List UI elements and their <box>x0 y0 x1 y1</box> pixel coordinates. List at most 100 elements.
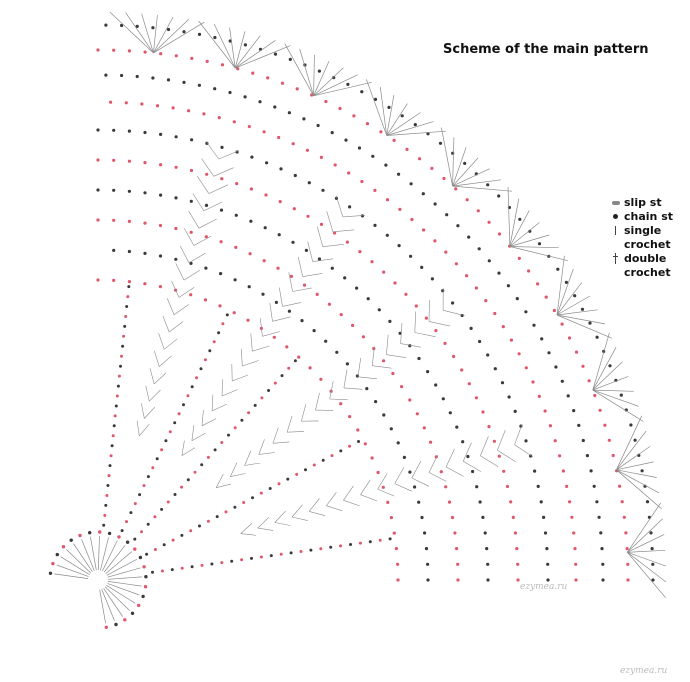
stitch-dot <box>213 87 217 91</box>
stitch-post <box>232 374 249 382</box>
stitch-post <box>141 13 154 54</box>
stitch-dot <box>259 555 263 559</box>
stitch-dot <box>249 187 253 191</box>
stitch-dot <box>61 545 66 549</box>
stitch-post <box>100 537 109 571</box>
stitch-dot <box>187 109 191 113</box>
stitch-dot <box>112 158 116 162</box>
stitch-dot <box>408 470 412 474</box>
stitch-dot <box>358 250 362 254</box>
watermark: ezymea.ru <box>620 666 668 676</box>
stitch-dot <box>537 242 542 246</box>
stitch-dot <box>312 329 316 333</box>
stitch-post <box>56 564 89 577</box>
stitch-post <box>326 211 334 232</box>
stitch-dot <box>233 278 237 282</box>
stitch-dot <box>119 364 122 368</box>
stitch-dot <box>400 385 404 389</box>
stitch-dot <box>206 519 210 523</box>
stitch-dot <box>611 453 615 458</box>
stitch-dot <box>315 292 319 296</box>
stitch-dot <box>388 319 392 323</box>
stitch-dot <box>483 531 487 535</box>
stitch-dot <box>121 344 125 348</box>
stitch-post <box>107 567 141 578</box>
stitch-post <box>509 222 540 247</box>
stitch-dot <box>492 439 496 443</box>
legend-label: double crochet <box>624 252 671 279</box>
stitch-post <box>213 167 234 177</box>
stitch-dot <box>125 540 130 544</box>
stitch-post <box>394 467 405 484</box>
stitch-post <box>556 268 574 316</box>
stitch-dot <box>345 240 349 244</box>
stitch-dot <box>651 562 655 566</box>
stitch-dot <box>398 207 402 211</box>
stitch-dot <box>107 474 111 478</box>
stitch-post <box>386 334 389 355</box>
stitch-dot <box>171 538 175 542</box>
stitch-post <box>107 581 142 587</box>
stitch-post <box>153 15 158 53</box>
stitch-dot <box>112 128 116 132</box>
stitch-dot <box>465 274 469 278</box>
stitch-dot <box>98 530 102 534</box>
stitch-post <box>269 302 273 322</box>
stitch-dot <box>160 448 164 452</box>
stitch-dot <box>507 395 511 399</box>
stitch-post <box>616 415 643 470</box>
stitch-dot <box>251 71 255 75</box>
stitch-dot <box>486 353 490 357</box>
stitch-dot <box>533 469 537 473</box>
stitch-dot <box>138 555 143 560</box>
stitch-dot <box>220 177 224 181</box>
stitch-dot <box>292 207 296 211</box>
stitch-dot <box>102 523 106 527</box>
stitch-post <box>480 436 489 456</box>
stitch-dot <box>307 181 311 185</box>
stitch-dot <box>146 522 150 526</box>
stitch-dot <box>434 383 438 387</box>
stitch-dot <box>120 529 124 533</box>
stitch-dot <box>125 305 129 308</box>
stitch-dot <box>396 578 400 582</box>
stitch-dot <box>221 322 225 326</box>
stitch-post <box>198 218 217 229</box>
stitch-dot <box>502 469 506 473</box>
stitch-dot <box>224 510 228 514</box>
stitch-post <box>288 272 293 292</box>
stitch-post <box>153 16 174 54</box>
stitch-dot <box>426 562 430 566</box>
stitch-dot <box>218 304 222 308</box>
stitch-dot <box>603 423 607 427</box>
legend-item-double-crochet: double crochet <box>610 252 673 280</box>
stitch-dot <box>501 325 505 329</box>
stitch-post <box>291 516 308 521</box>
stitch-dot <box>381 485 385 489</box>
stitch-post <box>386 130 447 136</box>
stitch-dot <box>486 562 490 566</box>
stitch-dot <box>135 24 139 28</box>
stitch-dot <box>200 563 204 567</box>
stitch-dot <box>433 202 437 206</box>
stitch-dot <box>329 545 333 549</box>
stitch-dot <box>247 411 251 415</box>
stitch-dot <box>122 334 126 338</box>
stitch-dot <box>180 566 184 570</box>
stitch-post <box>250 333 253 352</box>
stitch-post <box>428 454 438 473</box>
stitch-dot <box>166 500 170 504</box>
stitch-post <box>230 462 238 477</box>
stitch-post <box>272 316 291 322</box>
stitch-dot <box>574 350 579 354</box>
stitch-dot <box>546 562 550 566</box>
stitch-dot <box>346 82 350 86</box>
stitch-post <box>627 502 661 553</box>
stitch-post <box>241 348 243 367</box>
stitch-dot <box>78 533 82 538</box>
stitch-dot <box>511 515 515 520</box>
stitch-post <box>198 20 236 69</box>
stitch-post <box>592 389 634 392</box>
stitch-post <box>386 121 434 136</box>
stitch-dot <box>349 543 352 546</box>
